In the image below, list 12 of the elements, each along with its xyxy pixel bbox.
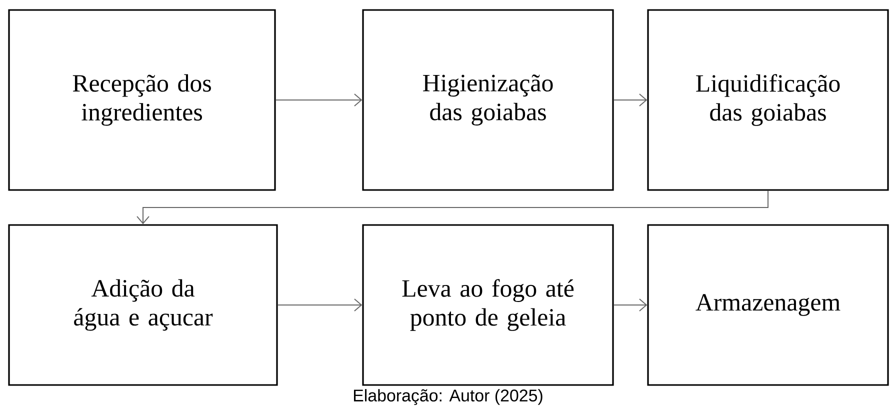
process-box: Higienização das goiabas bbox=[362, 9, 614, 191]
process-box: Liquidificação das goiabas bbox=[647, 9, 889, 191]
arrow bbox=[275, 94, 362, 106]
arrow bbox=[277, 298, 362, 312]
arrow bbox=[613, 298, 648, 312]
arrow bbox=[613, 94, 648, 106]
process-box: Armazenagem bbox=[647, 224, 889, 386]
caption: Elaboração: Autor (2025) bbox=[354, 389, 542, 405]
process-box: Leva ao fogo até ponto de geleia bbox=[362, 224, 614, 386]
arrow bbox=[136, 190, 768, 224]
process-box: Recepção dos ingredientes bbox=[8, 9, 276, 191]
process-box: Adição da água e açucar bbox=[8, 224, 278, 386]
